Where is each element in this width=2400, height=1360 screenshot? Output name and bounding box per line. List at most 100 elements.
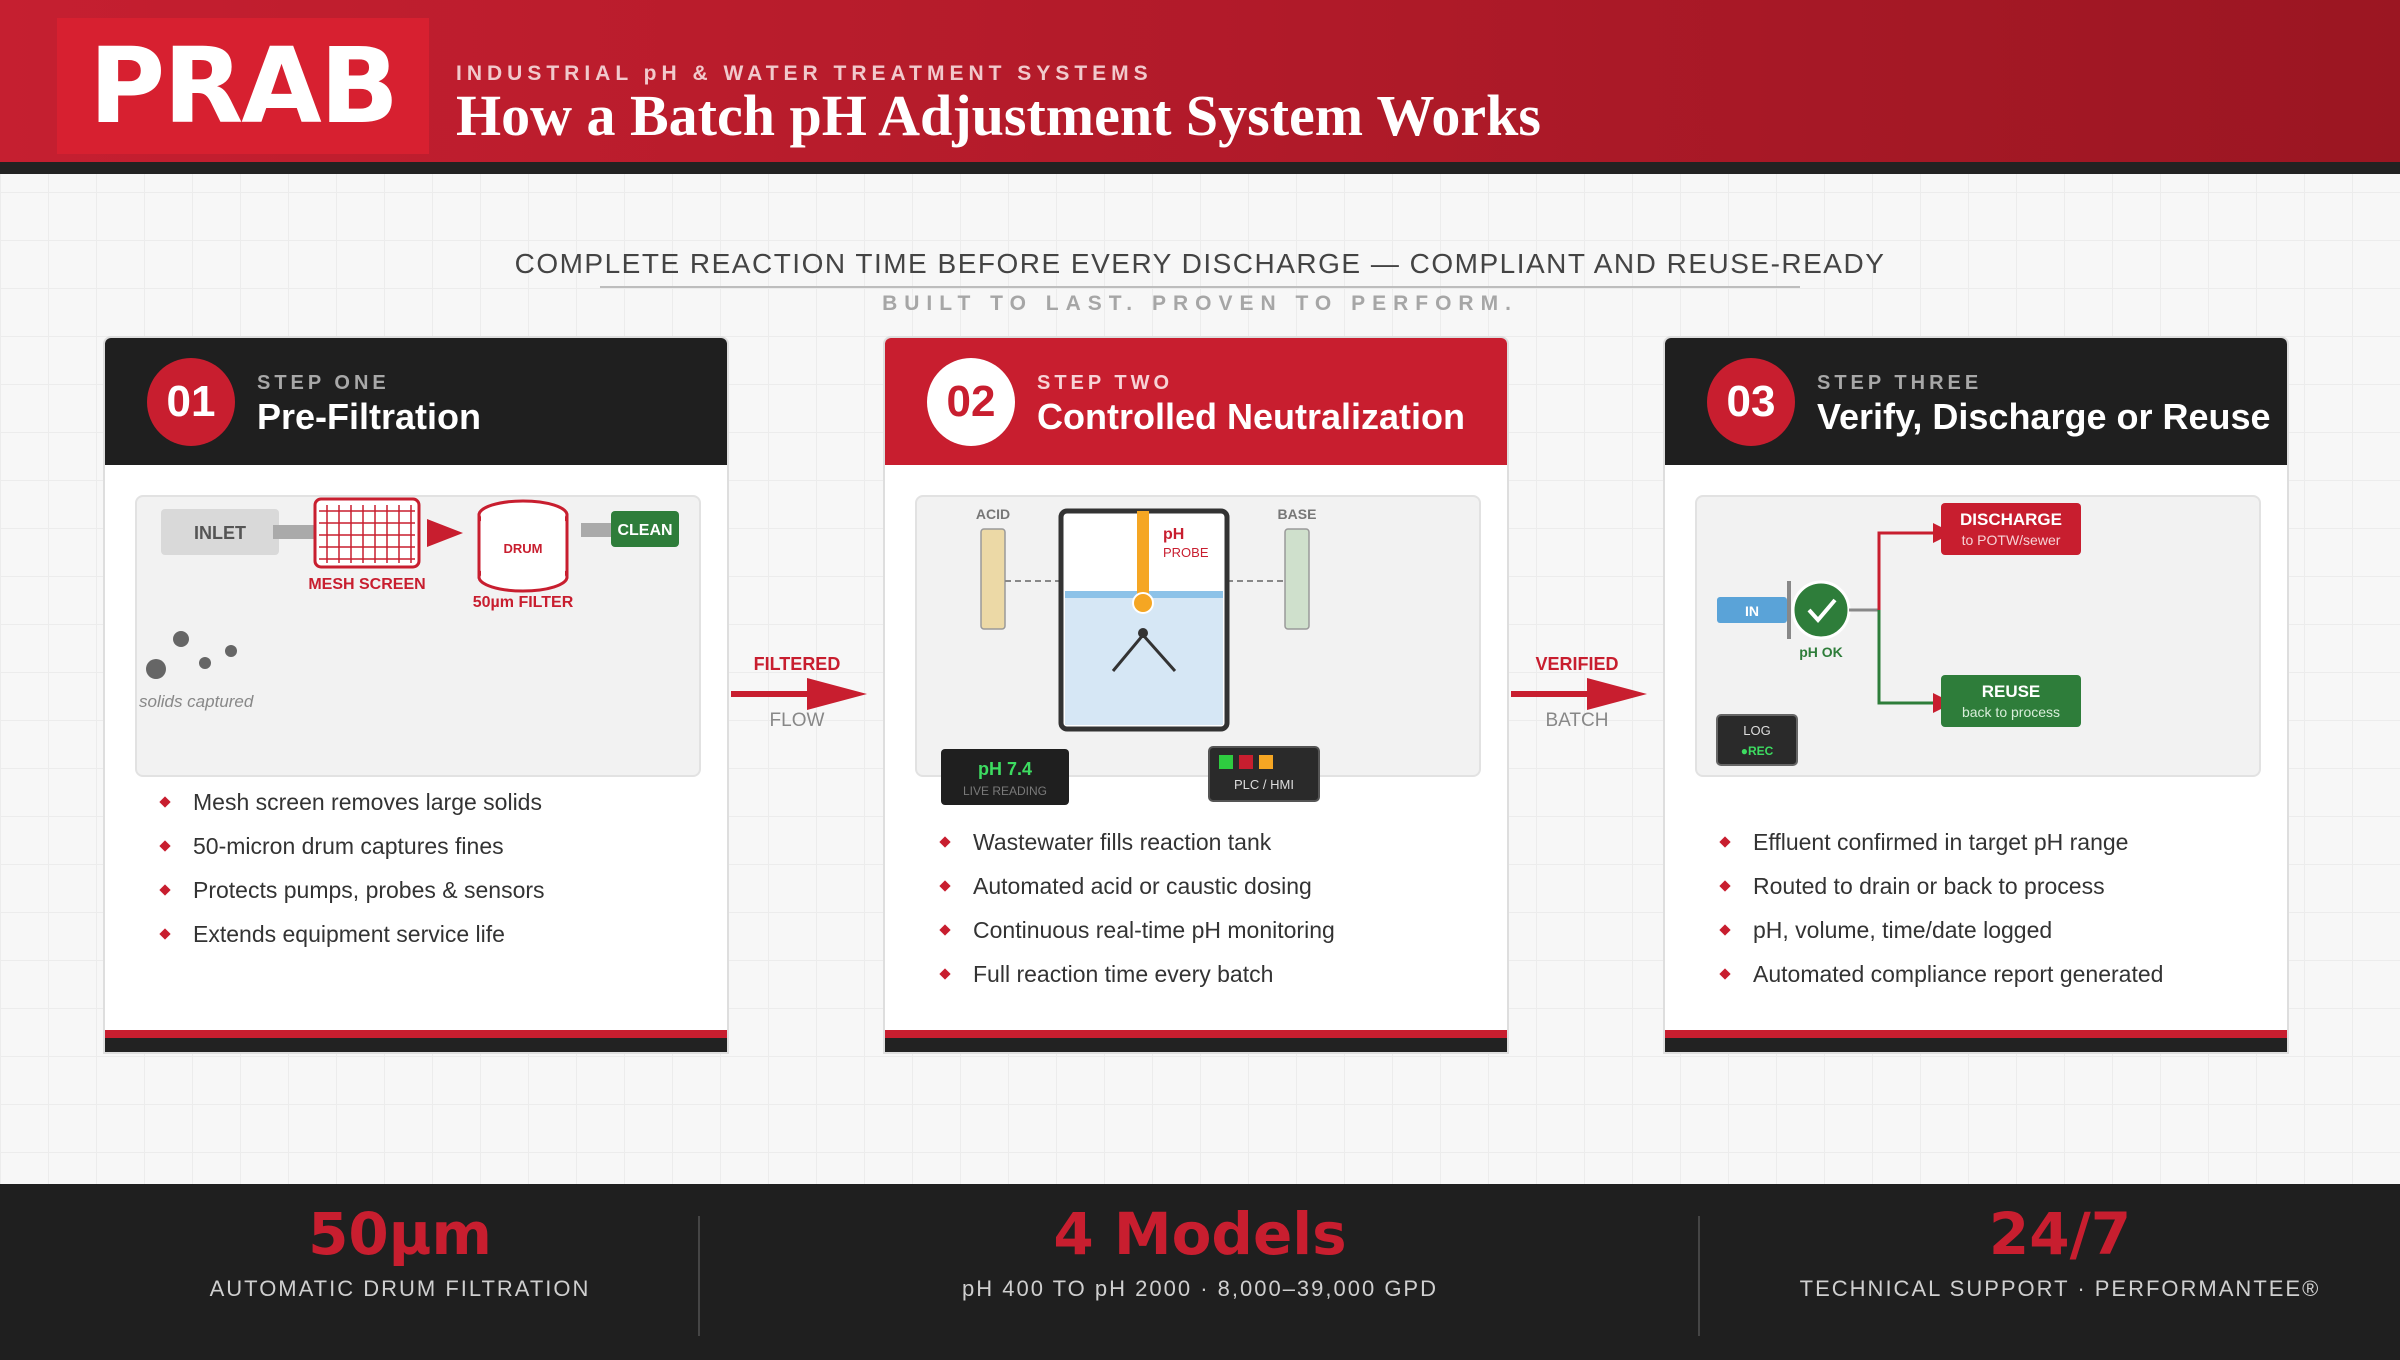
probe-subtitle: PROBE [1163,545,1209,560]
mesh-screen-icon [313,497,421,569]
step-title: Verify, Discharge or Reuse [1817,396,2271,437]
stat-support: 24/7 TECHNICAL SUPPORT · PERFORMANTEE® [1710,1184,2400,1360]
stat-value: 24/7 [1988,1200,2132,1268]
bullet-diamond-icon [1719,968,1731,980]
probe-tip-icon [1132,592,1154,614]
log-status: ●REC [1741,744,1774,758]
solids-label: solids captured [139,692,254,711]
logo: PRAB [57,18,429,154]
tagline-divider [600,286,1800,288]
list-item-text: Mesh screen removes large solids [193,789,542,815]
card-bottom-bar [1665,1030,2287,1052]
bullet-diamond-icon [1719,924,1731,936]
list-item: 50-micron drum captures fines [157,824,545,868]
step-card-3: 03 STEP THREE Verify, Discharge or Reuse… [1663,336,2289,1054]
step-card-header: 02 STEP TWO Controlled Neutralization [885,338,1507,465]
bullet-diamond-icon [159,884,171,896]
check-icon [1807,598,1837,624]
list-item-text: Effluent confirmed in target pH range [1753,829,2129,855]
bullet-diamond-icon [1719,836,1731,848]
verify-svg: IN pH OK DISCHARGE to POTW/sewer REUSE b… [1716,503,2081,766]
list-item: Wastewater fills reaction tank [937,820,1335,864]
list-item-text: Continuous real-time pH monitoring [973,917,1335,943]
right-arrow-icon [731,678,867,710]
step-kicker: STEP ONE [257,372,390,394]
list-item: Mesh screen removes large solids [157,780,545,824]
verify-diagram: IN pH OK DISCHARGE to POTW/sewer REUSE b… [1695,495,2261,777]
red-indicator-icon [1239,755,1253,769]
discharge-box [1941,503,2081,555]
bullet-diamond-icon [939,968,951,980]
bullet-diamond-icon [939,880,951,892]
right-arrow-icon [1511,678,1647,710]
step-title: Controlled Neutralization [1037,396,1466,437]
stat-divider [698,1216,700,1336]
list-item: Extends equipment service life [157,912,545,956]
stat-label: pH 400 TO pH 2000 · 8,000–39,000 GPD [961,1276,1438,1301]
neutralization-svg: ACID BASE pH PROBE pH 7.4 LIVE READING [941,506,1320,805]
stat-models: 4 Models pH 400 TO pH 2000 · 8,000–39,00… [850,1184,1550,1360]
connector-bottom-label: FLOW [769,710,825,731]
list-item-text: pH, volume, time/date logged [1753,917,2053,943]
list-item-text: Extends equipment service life [193,921,505,947]
bullet-diamond-icon [159,840,171,852]
header-banner: PRAB INDUSTRIAL pH & WATER TREATMENT SYS… [0,0,2400,174]
in-label: IN [1745,603,1759,619]
list-item: Full reaction time every batch [937,952,1335,996]
stat-value: 4 Models [1053,1200,1347,1268]
clean-label: CLEAN [617,522,672,539]
stat-divider [1698,1216,1700,1336]
solids-particles-icon [146,631,237,679]
reaction-tank-icon [1058,508,1230,732]
inlet-box [161,509,279,555]
step-1-bullets: Mesh screen removes large solids 50-micr… [157,780,545,956]
agitator-hub-icon [1138,628,1148,638]
acid-tank-icon [980,528,1006,630]
bullet-diamond-icon [159,928,171,940]
list-item-text: Full reaction time every batch [973,961,1274,987]
discharge-subtitle: to POTW/sewer [1962,532,2061,548]
list-item-text: Automated compliance report generated [1753,961,2164,987]
stat-value: 50µm [308,1200,492,1268]
connector-verified-batch: VERIFIED BATCH [1507,650,1647,740]
live-reading-display [941,749,1069,805]
list-item-text: Protects pumps, probes & sensors [193,877,545,903]
ph-check-icon [1791,580,1851,640]
page-title: How a Batch pH Adjustment System Works [456,83,1541,148]
card-bottom-bar [885,1030,1507,1052]
logo-text: PRAB [88,25,399,147]
list-item-text: Routed to drain or back to process [1753,873,2105,899]
stat-label: AUTOMATIC DRUM FILTRATION [209,1276,591,1301]
mesh-grid-icon [319,505,415,563]
step-kicker: STEP TWO [1037,372,1174,394]
step-number: 02 [927,358,1015,446]
list-item: Routed to drain or back to process [1717,864,2163,908]
filter-label: 50µm FILTER [473,594,574,611]
agitator-icon [1111,634,1177,672]
list-item-text: 50-micron drum captures fines [193,833,504,859]
tagline: COMPLETE REACTION TIME BEFORE EVERY DISC… [514,248,1886,279]
stat-filtration: 50µm AUTOMATIC DRUM FILTRATION [50,1184,750,1360]
clean-box [611,511,679,547]
in-pipe [1717,597,1787,623]
step-3-bullets: Effluent confirmed in target pH range Ro… [1717,820,2163,996]
stats-bar: 50µm AUTOMATIC DRUM FILTRATION 4 Models … [0,1184,2400,1360]
log-title: LOG [1743,723,1770,738]
list-item: Automated acid or caustic dosing [937,864,1335,908]
acid-label: ACID [976,506,1010,522]
inlet-label: INLET [194,523,246,543]
bullet-diamond-icon [1719,880,1731,892]
bullet-diamond-icon [159,796,171,808]
connector-bottom-label: BATCH [1545,710,1609,731]
connector-filtered-flow: FILTERED FLOW [727,650,867,740]
list-item: pH, volume, time/date logged [1717,908,2163,952]
list-item: Protects pumps, probes & sensors [157,868,545,912]
reading-label: LIVE READING [963,784,1047,798]
header-kicker: INDUSTRIAL pH & WATER TREATMENT SYSTEMS [456,62,1153,85]
list-item: Continuous real-time pH monitoring [937,908,1335,952]
step-card-2: 02 STEP TWO Controlled Neutralization AC… [883,336,1509,1054]
amber-indicator-icon [1259,755,1273,769]
list-item: Automated compliance report generated [1717,952,2163,996]
list-item-text: Wastewater fills reaction tank [973,829,1272,855]
data-log-icon [1716,714,1798,766]
